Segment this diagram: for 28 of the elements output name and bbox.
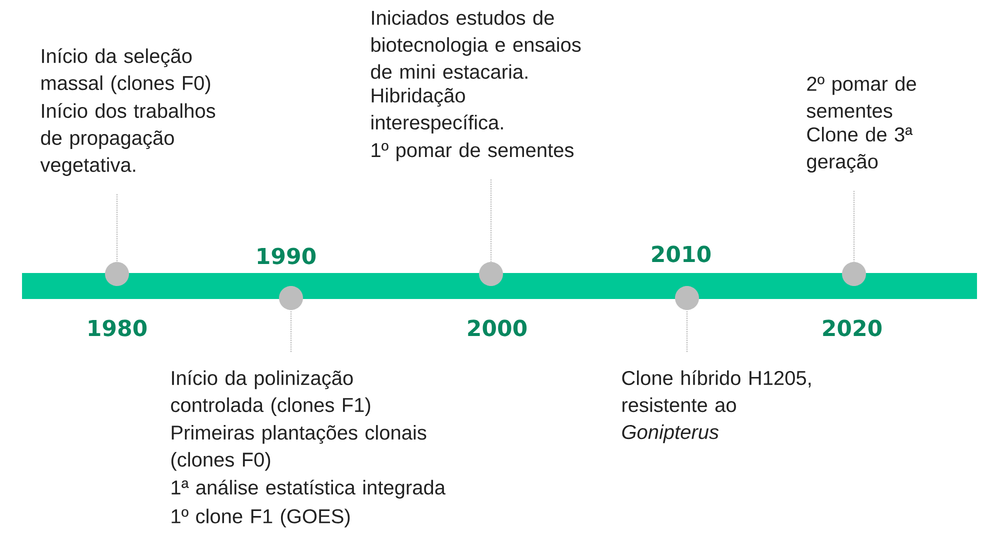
leader-line (686, 310, 688, 352)
event-text: Primeiras plantações clonais (clones F0) (171, 425, 426, 471)
event-text: Clone híbrido H1205, resistente ao Gonipterus (622, 370, 811, 444)
leader-line (490, 179, 492, 262)
event-text: Hibridação interespecífica. (372, 88, 503, 134)
year-label: 1990 (258, 248, 316, 264)
timeline-dot (675, 286, 699, 310)
event-text: 2º pomar de sementes (806, 76, 916, 118)
year-label: 2010 (652, 246, 711, 262)
event-text: 1ª análise estatística integrada (172, 480, 446, 499)
year-label: 2000 (468, 320, 527, 336)
year-label: 2020 (823, 320, 882, 336)
event-text: Iniciados estudos de biotecnologia e ensaios de mini estacaria. (371, 10, 581, 79)
event-text: Clone de 3ª geração (807, 126, 913, 173)
timeline-dot (479, 262, 503, 286)
event-text: Início da polinização controlada (clones F1) (171, 370, 370, 416)
event-text: Início dos trabalhos de propagação vegetativa. (40, 103, 216, 176)
leader-line (116, 194, 118, 262)
event-text: 1º clone F1 (GOES) (172, 508, 350, 528)
timeline-bar (22, 273, 977, 299)
event-text: 1º pomar de sementes (372, 142, 574, 162)
leader-line (290, 310, 292, 352)
year-label: 1980 (88, 320, 147, 336)
event-text: Início da seleção massal (clones F0) (42, 48, 210, 94)
timeline-dot (105, 262, 129, 286)
leader-line (853, 190, 855, 262)
timeline-dot (279, 286, 303, 310)
timeline-dot (842, 262, 866, 286)
